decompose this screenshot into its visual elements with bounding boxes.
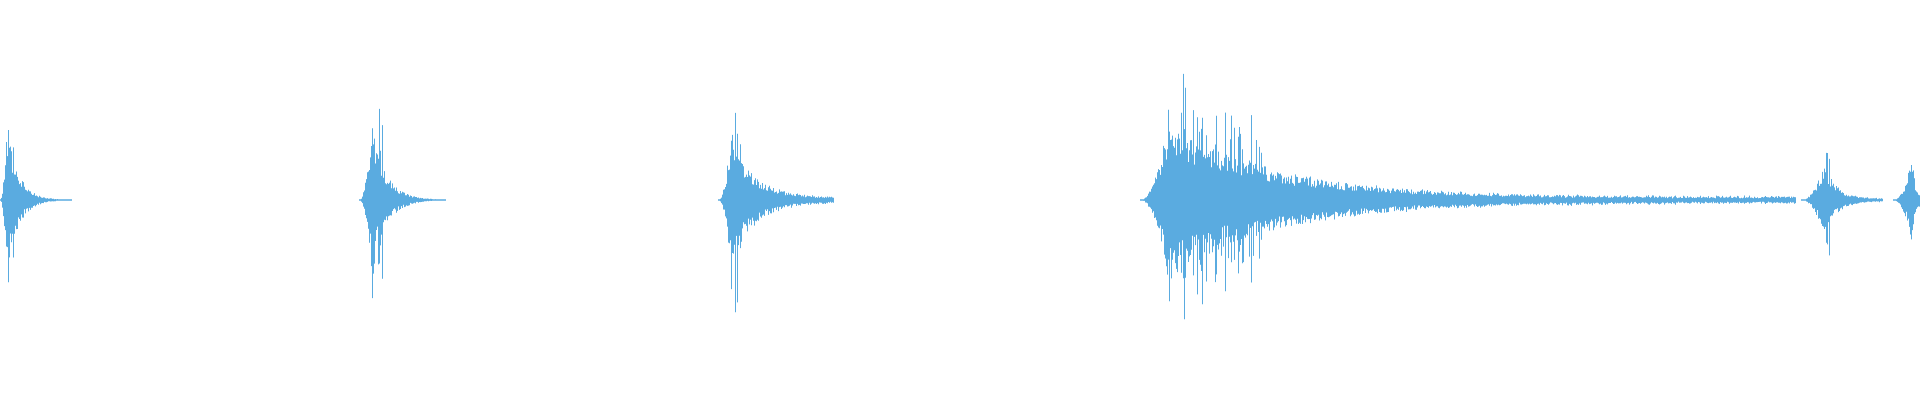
- waveform-path: [0, 73, 1920, 320]
